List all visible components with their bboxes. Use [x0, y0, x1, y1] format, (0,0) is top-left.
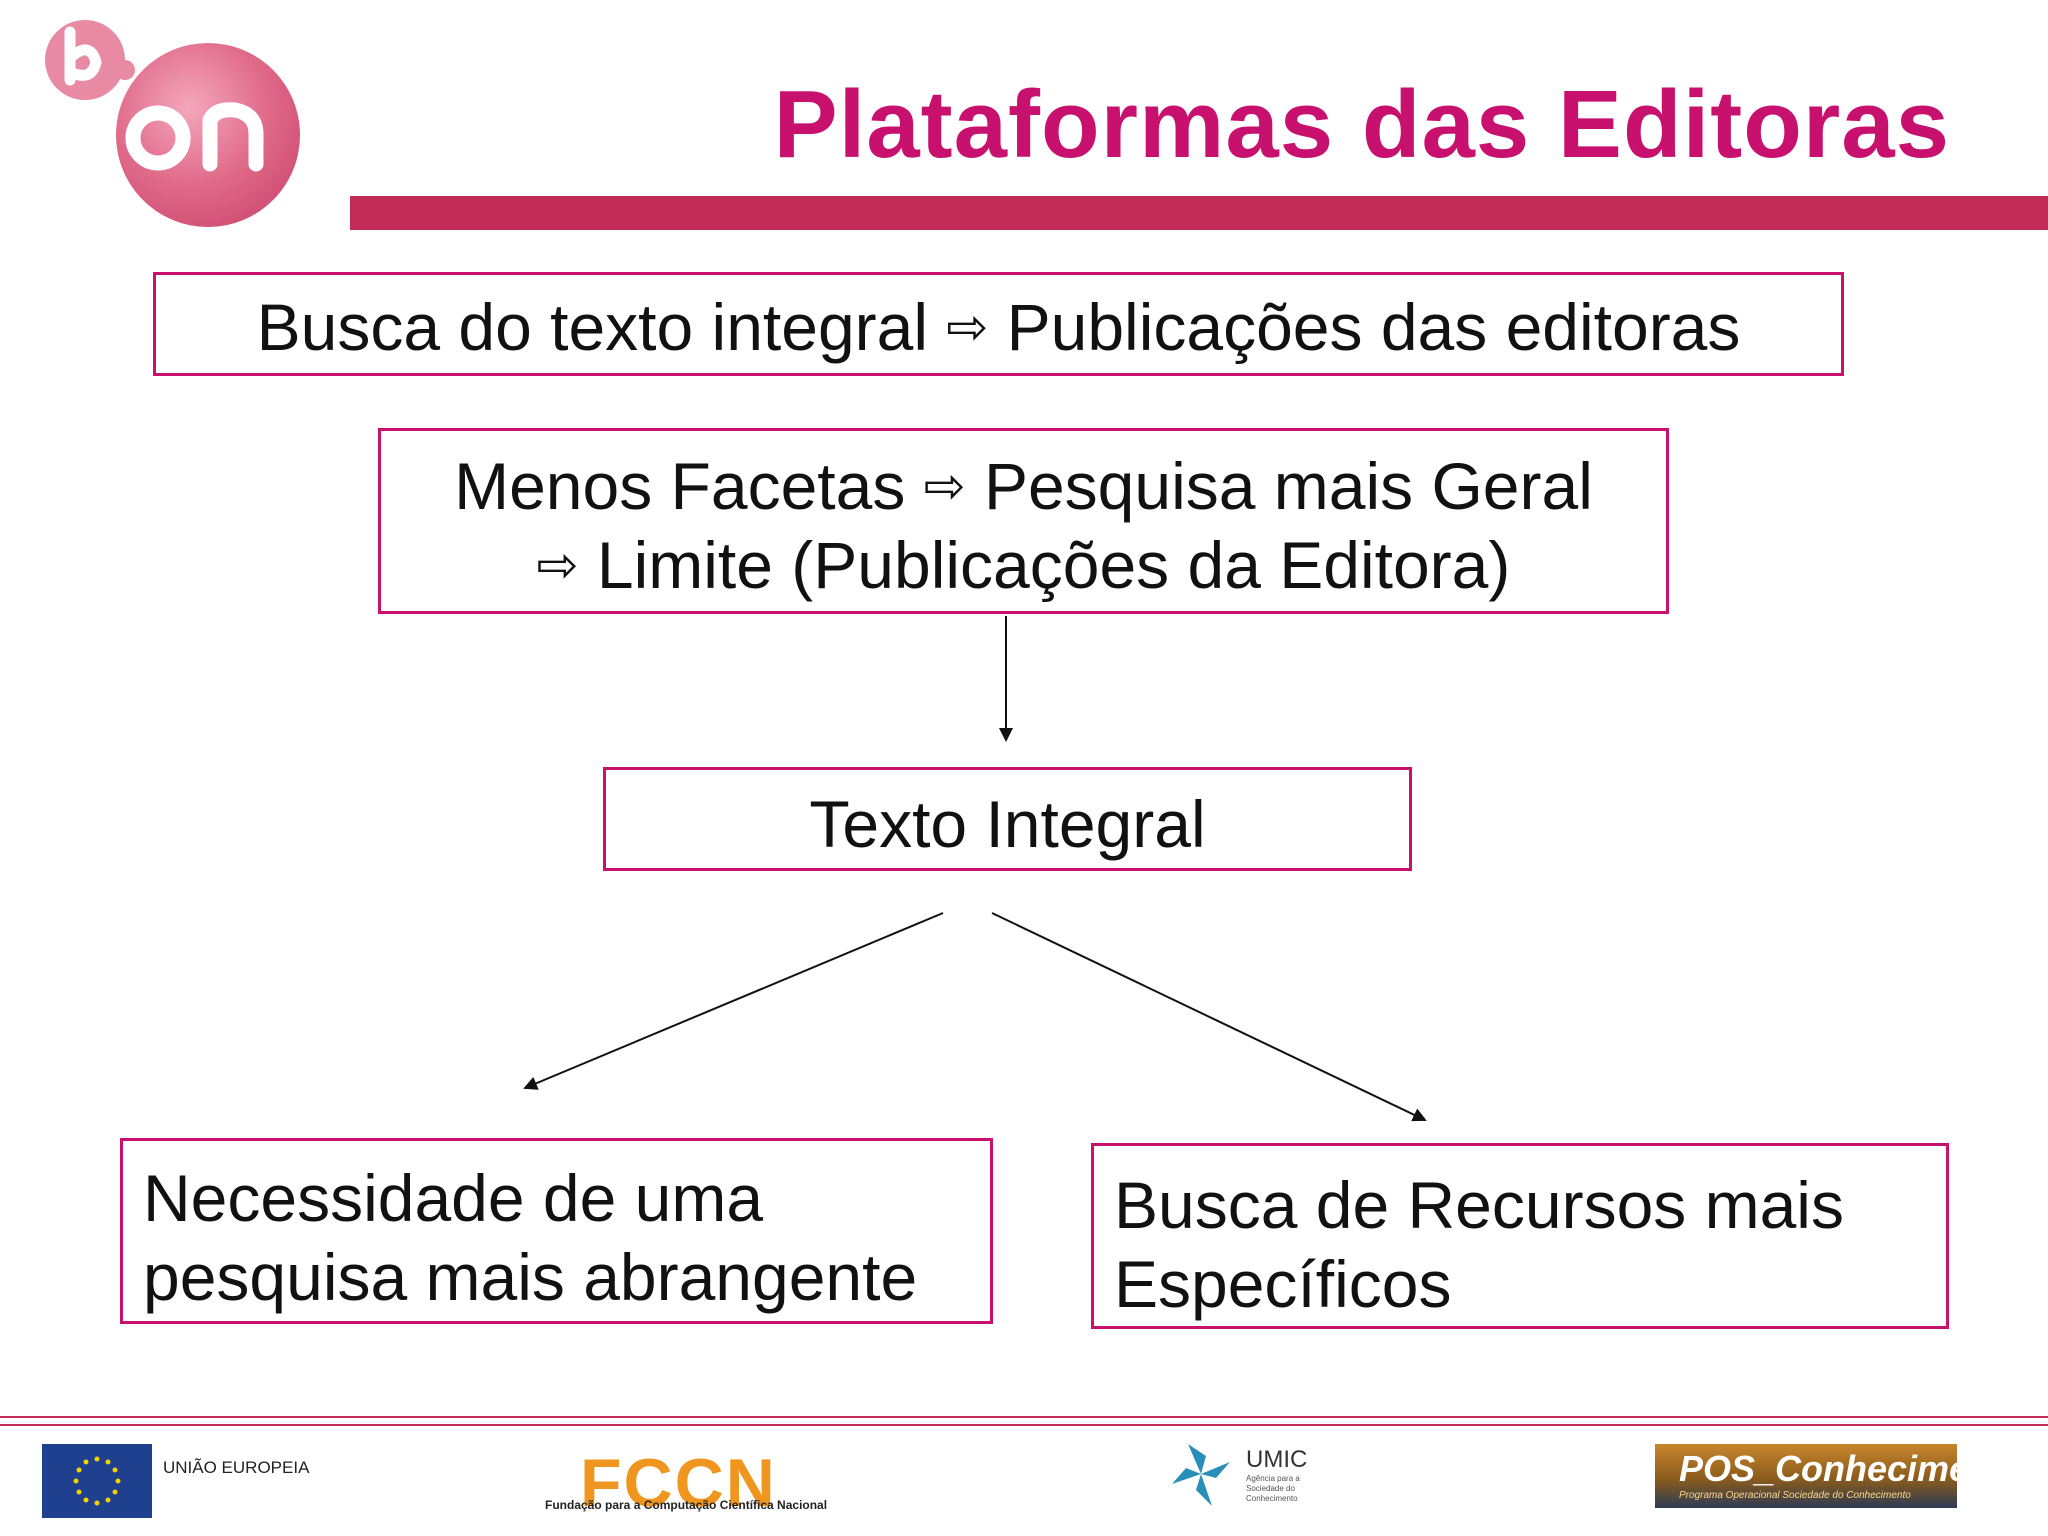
node-texto-integral: Texto Integral	[603, 767, 1412, 871]
umic-logo-icon	[1172, 1444, 1230, 1506]
node-menos-text-a: Menos Facetas	[454, 449, 906, 523]
node-menos-text-b: Pesquisa mais Geral	[983, 449, 1593, 523]
pos-conhecimento-logo: POS_Conhecimento Programa Operacional So…	[1655, 1444, 2025, 1508]
node-recursos-line1: Busca de Recursos mais	[1114, 1168, 1844, 1242]
footer-divider	[0, 1416, 2048, 1418]
eu-flag-icon	[42, 1444, 152, 1518]
page-title: Plataformas das Editoras	[773, 71, 1950, 178]
pos-subtitle: Programa Operacional Sociedade do Conhec…	[1679, 1490, 1911, 1501]
b-on-logo	[45, 20, 300, 227]
node-necessidade: Necessidade de uma pesquisa mais abrange…	[120, 1138, 993, 1324]
node-recursos: Busca de Recursos mais Específicos	[1091, 1143, 1949, 1329]
node-recursos-line2: Específicos	[1114, 1247, 1452, 1322]
eu-label: UNIÃO EUROPEIA	[163, 1458, 310, 1477]
node-menos-facetas: Menos Facetas ⇨ Pesquisa mais Geral ⇨ Li…	[378, 428, 1669, 614]
right-arrow-icon: ⇨	[536, 537, 579, 594]
pos-name: POS_Conhecimento	[1679, 1448, 2026, 1489]
fccn-logo: FCCN	[580, 1445, 777, 1521]
node-menos-line1: Menos Facetas ⇨ Pesquisa mais Geral	[381, 447, 1666, 526]
fccn-subtitle: Fundação para a Computação Científica Na…	[545, 1498, 828, 1512]
node-menos-line2: ⇨ Limite (Publicações da Editora)	[381, 526, 1666, 605]
node-necessidade-line1: Necessidade de uma	[143, 1161, 764, 1235]
node-menos-text-c: Limite (Publicações da Editora)	[596, 528, 1511, 603]
footer-divider	[0, 1424, 2048, 1426]
edge-texto-to-necessidade	[523, 912, 944, 1090]
umic-name: UMIC	[1246, 1446, 1308, 1473]
node-necessidade-line2: pesquisa mais abrangente	[143, 1240, 918, 1315]
right-arrow-icon: ⇨	[923, 458, 966, 514]
node-busca-texto-integral: Busca do texto integral ⇨ Publicações da…	[153, 272, 1844, 376]
right-arrow-icon: ⇨	[946, 299, 989, 355]
node-busca-text-a: Busca do texto integral	[256, 290, 929, 364]
umic-subtitle: Agência para a Sociedade do Conhecimento	[1246, 1474, 1300, 1503]
title-bar	[350, 196, 2048, 230]
node-texto-text: Texto Integral	[809, 787, 1206, 861]
node-busca-text-b: Publicações das editoras	[1006, 290, 1741, 364]
edge-texto-to-recursos	[991, 912, 1427, 1122]
